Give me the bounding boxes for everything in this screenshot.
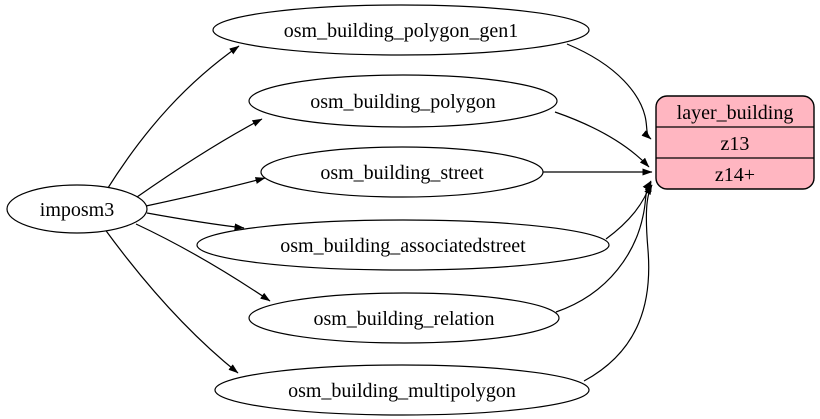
node-osm-building-multipolygon: osm_building_multipolygon	[214, 364, 590, 416]
edge-polygon-to-z14	[554, 111, 650, 168]
associatedstreet-label: osm_building_associatedstreet	[280, 235, 526, 257]
layer-building-box	[655, 95, 815, 190]
imposm3-label: imposm3	[40, 199, 114, 221]
edge-imposm3-to-multipolygon	[103, 227, 239, 374]
street-label: osm_building_street	[320, 162, 484, 184]
edge-imposm3-to-polygon	[136, 118, 263, 198]
node-osm-building-polygon: osm_building_polygon	[248, 74, 558, 128]
street-ellipse	[260, 146, 544, 198]
node-layer-building: layer_building z13 z14+	[655, 95, 815, 190]
node-imposm3: imposm3	[6, 184, 148, 234]
node-osm-building-street: osm_building_street	[260, 146, 544, 198]
edge-imposm3-to-polygon-gen1	[105, 45, 240, 192]
edge-imposm3-to-street	[145, 177, 266, 207]
edge-imposm3-to-associatedstreet	[146, 212, 245, 231]
imposm3-ellipse	[6, 184, 148, 234]
multipolygon-label: osm_building_multipolygon	[288, 380, 516, 402]
polygon-gen1-ellipse	[212, 4, 590, 56]
layer-building-row-z14: z14+	[715, 164, 755, 186]
polygon-ellipse	[248, 74, 558, 128]
associatedstreet-ellipse	[196, 219, 610, 271]
polygon-gen1-label: osm_building_polygon_gen1	[284, 20, 518, 42]
layer-building-title: layer_building	[677, 102, 794, 124]
relation-label: osm_building_relation	[313, 308, 494, 330]
relation-ellipse	[248, 292, 560, 344]
node-osm-building-polygon-gen1: osm_building_polygon_gen1	[212, 4, 590, 56]
edge-multipolygon-to-z14	[583, 184, 653, 382]
edge-layer	[103, 43, 653, 382]
multipolygon-ellipse	[214, 364, 590, 416]
node-osm-building-relation: osm_building_relation	[248, 292, 560, 344]
edge-imposm3-to-relation	[135, 223, 271, 302]
polygon-label: osm_building_polygon	[310, 91, 496, 113]
edge-polygon-gen1-to-z13	[566, 43, 652, 140]
layer-building-row-z13: z13	[721, 133, 750, 155]
node-osm-building-associatedstreet: osm_building_associatedstreet	[196, 219, 610, 271]
